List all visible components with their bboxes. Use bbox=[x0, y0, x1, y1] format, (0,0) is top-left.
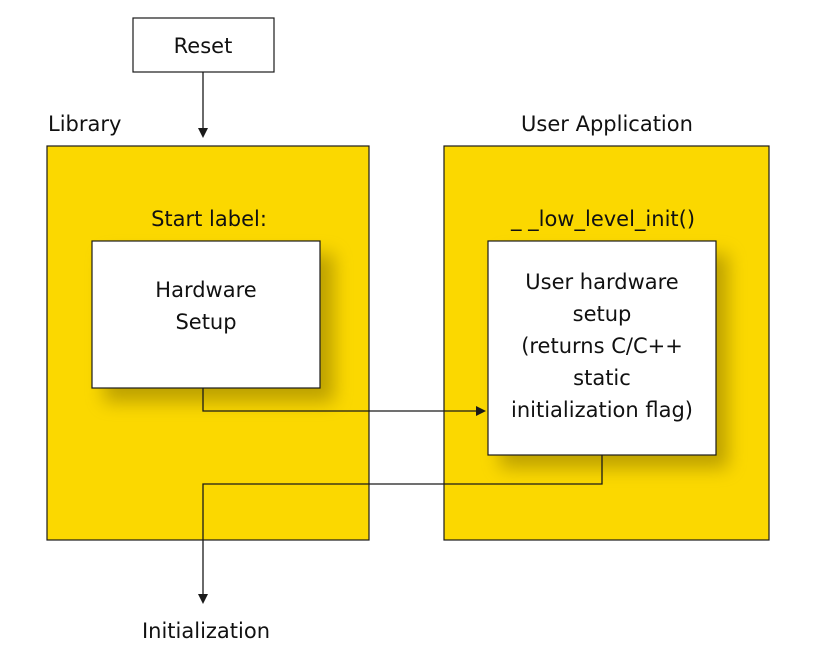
user-hardware-setup-line-5: initialization flag) bbox=[511, 398, 693, 422]
user-hardware-setup-line-3: (returns C/C++ bbox=[521, 334, 683, 358]
user-hardware-setup-box bbox=[487, 240, 717, 456]
reset-label: Reset bbox=[174, 34, 233, 58]
hardware-setup-box bbox=[91, 240, 321, 389]
initialization-label: Initialization bbox=[142, 619, 270, 643]
low-level-init-heading: _ _low_level_init() bbox=[510, 207, 695, 232]
arrow-user-setup-to-initialization bbox=[198, 455, 603, 604]
user-hardware-setup-line-4: static bbox=[573, 366, 631, 390]
user-hardware-setup-line-2: setup bbox=[573, 302, 632, 326]
reset-box bbox=[132, 17, 275, 73]
start-label-heading: Start label: bbox=[151, 207, 267, 231]
user-application-label: User Application bbox=[521, 112, 693, 136]
arrow-hardware-to-user-setup bbox=[202, 388, 486, 416]
hardware-setup-line-1: Hardware bbox=[155, 278, 256, 302]
user-hardware-setup-line-1: User hardware bbox=[525, 270, 678, 294]
hardware-setup-line-2: Setup bbox=[175, 310, 236, 334]
reset-node: Reset bbox=[132, 17, 275, 73]
library-label: Library bbox=[48, 112, 121, 136]
